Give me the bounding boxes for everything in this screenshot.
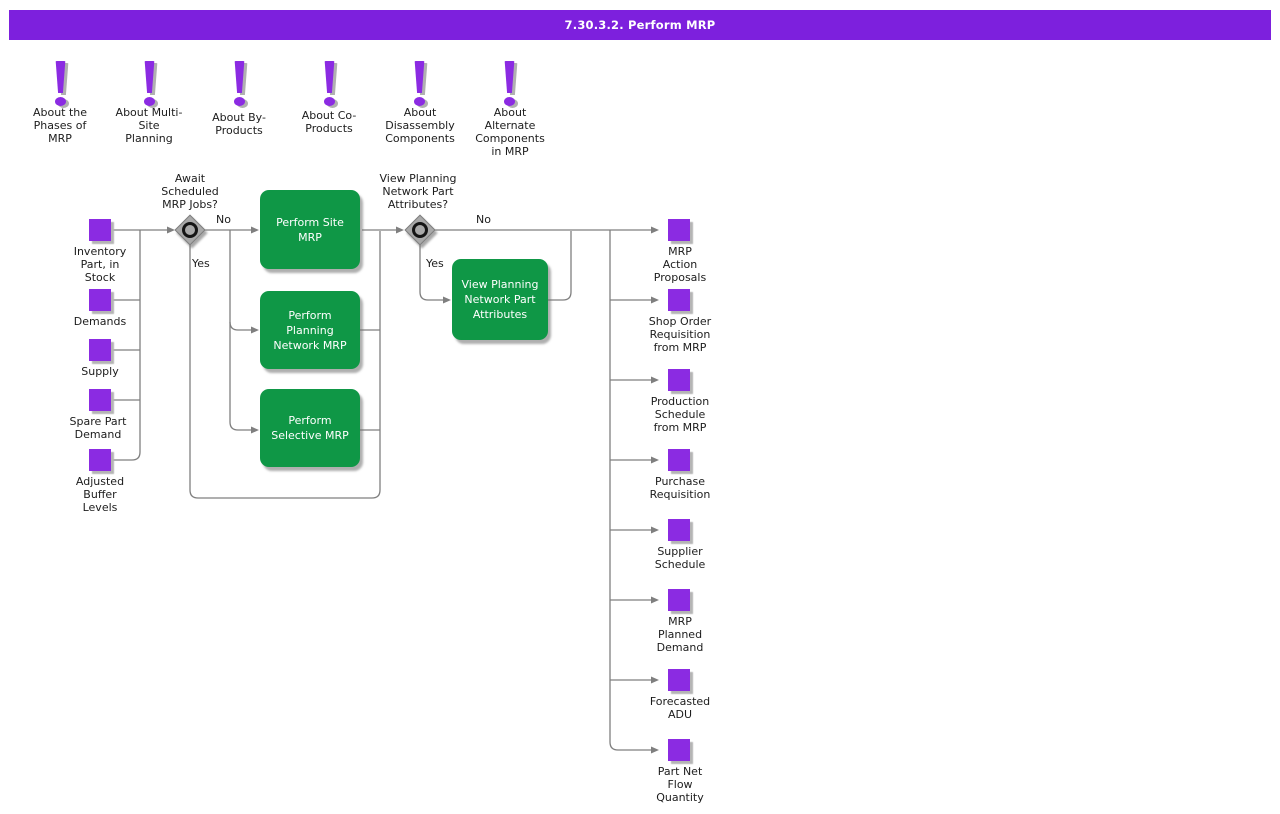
process-perform-site-mrp[interactable]: Perform Site MRP [260, 190, 360, 269]
output-node-mrp-action-proposals[interactable] [668, 219, 690, 241]
gateway2-question: View Planning Network Part Attributes? [379, 172, 457, 211]
output-label-mrp-planned-demand: MRP Planned Demand [656, 615, 704, 654]
info-label-about-multi-site-planning[interactable]: About Multi- Site Planning [115, 106, 183, 145]
diagram-title-bar: 7.30.3.2. Perform MRP [9, 10, 1271, 40]
process-perform-planning-network-mrp[interactable]: Perform Planning Network MRP [260, 291, 360, 369]
output-label-mrp-action-proposals: MRP Action Proposals [653, 245, 707, 284]
gateway1-no-label: No [216, 213, 231, 226]
gateway-await-scheduled-mrp-jobs [174, 214, 206, 246]
output-label-forecasted-adu: Forecasted ADU [649, 695, 711, 721]
info-label-about-alternate[interactable]: About Alternate Components in MRP [475, 106, 545, 158]
input-node-inventory-part[interactable] [89, 219, 111, 241]
gateway2-yes-label: Yes [426, 257, 444, 270]
gateway-circle-icon [412, 222, 428, 238]
info-exclamation-icon[interactable] [323, 61, 336, 107]
output-node-supplier-schedule[interactable] [668, 519, 690, 541]
output-label-shop-order-requisition: Shop Order Requisition from MRP [648, 315, 712, 354]
input-label-supply: Supply [81, 365, 119, 378]
output-label-supplier-schedule: Supplier Schedule [654, 545, 706, 571]
process-perform-selective-mrp[interactable]: Perform Selective MRP [260, 389, 360, 467]
info-exclamation-icon[interactable] [233, 61, 246, 107]
input-label-adjusted-buffer: Adjusted Buffer Levels [75, 475, 125, 514]
diagram-title: 7.30.3.2. Perform MRP [564, 18, 716, 32]
output-label-part-net-flow-quantity: Part Net Flow Quantity [656, 765, 704, 804]
info-exclamation-icon[interactable] [413, 61, 426, 107]
gateway1-question: Await Scheduled MRP Jobs? [161, 172, 219, 211]
info-exclamation-icon[interactable] [54, 61, 67, 107]
gateway-circle-icon [182, 222, 198, 238]
info-label-about-by-products[interactable]: About By- Products [212, 111, 266, 137]
output-node-mrp-planned-demand[interactable] [668, 589, 690, 611]
info-label-about-disassembly[interactable]: About Disassembly Components [385, 106, 455, 145]
gateway-view-planning-network-part-attributes [404, 214, 436, 246]
input-label-demands: Demands [73, 315, 127, 328]
gateway1-yes-label: Yes [192, 257, 210, 270]
output-node-part-net-flow-quantity[interactable] [668, 739, 690, 761]
input-node-spare-part[interactable] [89, 389, 111, 411]
input-node-demands[interactable] [89, 289, 111, 311]
info-exclamation-icon[interactable] [143, 61, 156, 107]
input-node-supply[interactable] [89, 339, 111, 361]
input-node-adjusted-buffer[interactable] [89, 449, 111, 471]
output-node-purchase-requisition[interactable] [668, 449, 690, 471]
output-node-forecasted-adu[interactable] [668, 669, 690, 691]
output-node-production-schedule[interactable] [668, 369, 690, 391]
output-label-production-schedule: Production Schedule from MRP [650, 395, 710, 434]
info-label-about-co-products[interactable]: About Co- Products [301, 109, 357, 135]
info-exclamation-icon[interactable] [503, 61, 516, 107]
output-node-shop-order-requisition[interactable] [668, 289, 690, 311]
process-view-planning-network-part-attributes[interactable]: View Planning Network Part Attributes [452, 259, 548, 340]
input-label-inventory-part: Inventory Part, in Stock [73, 245, 127, 284]
info-label-about-phases-of-mrp[interactable]: About the Phases of MRP [32, 106, 88, 145]
gateway2-no-label: No [476, 213, 491, 226]
input-label-spare-part: Spare Part Demand [69, 415, 127, 441]
output-label-purchase-requisition: Purchase Requisition [649, 475, 711, 501]
